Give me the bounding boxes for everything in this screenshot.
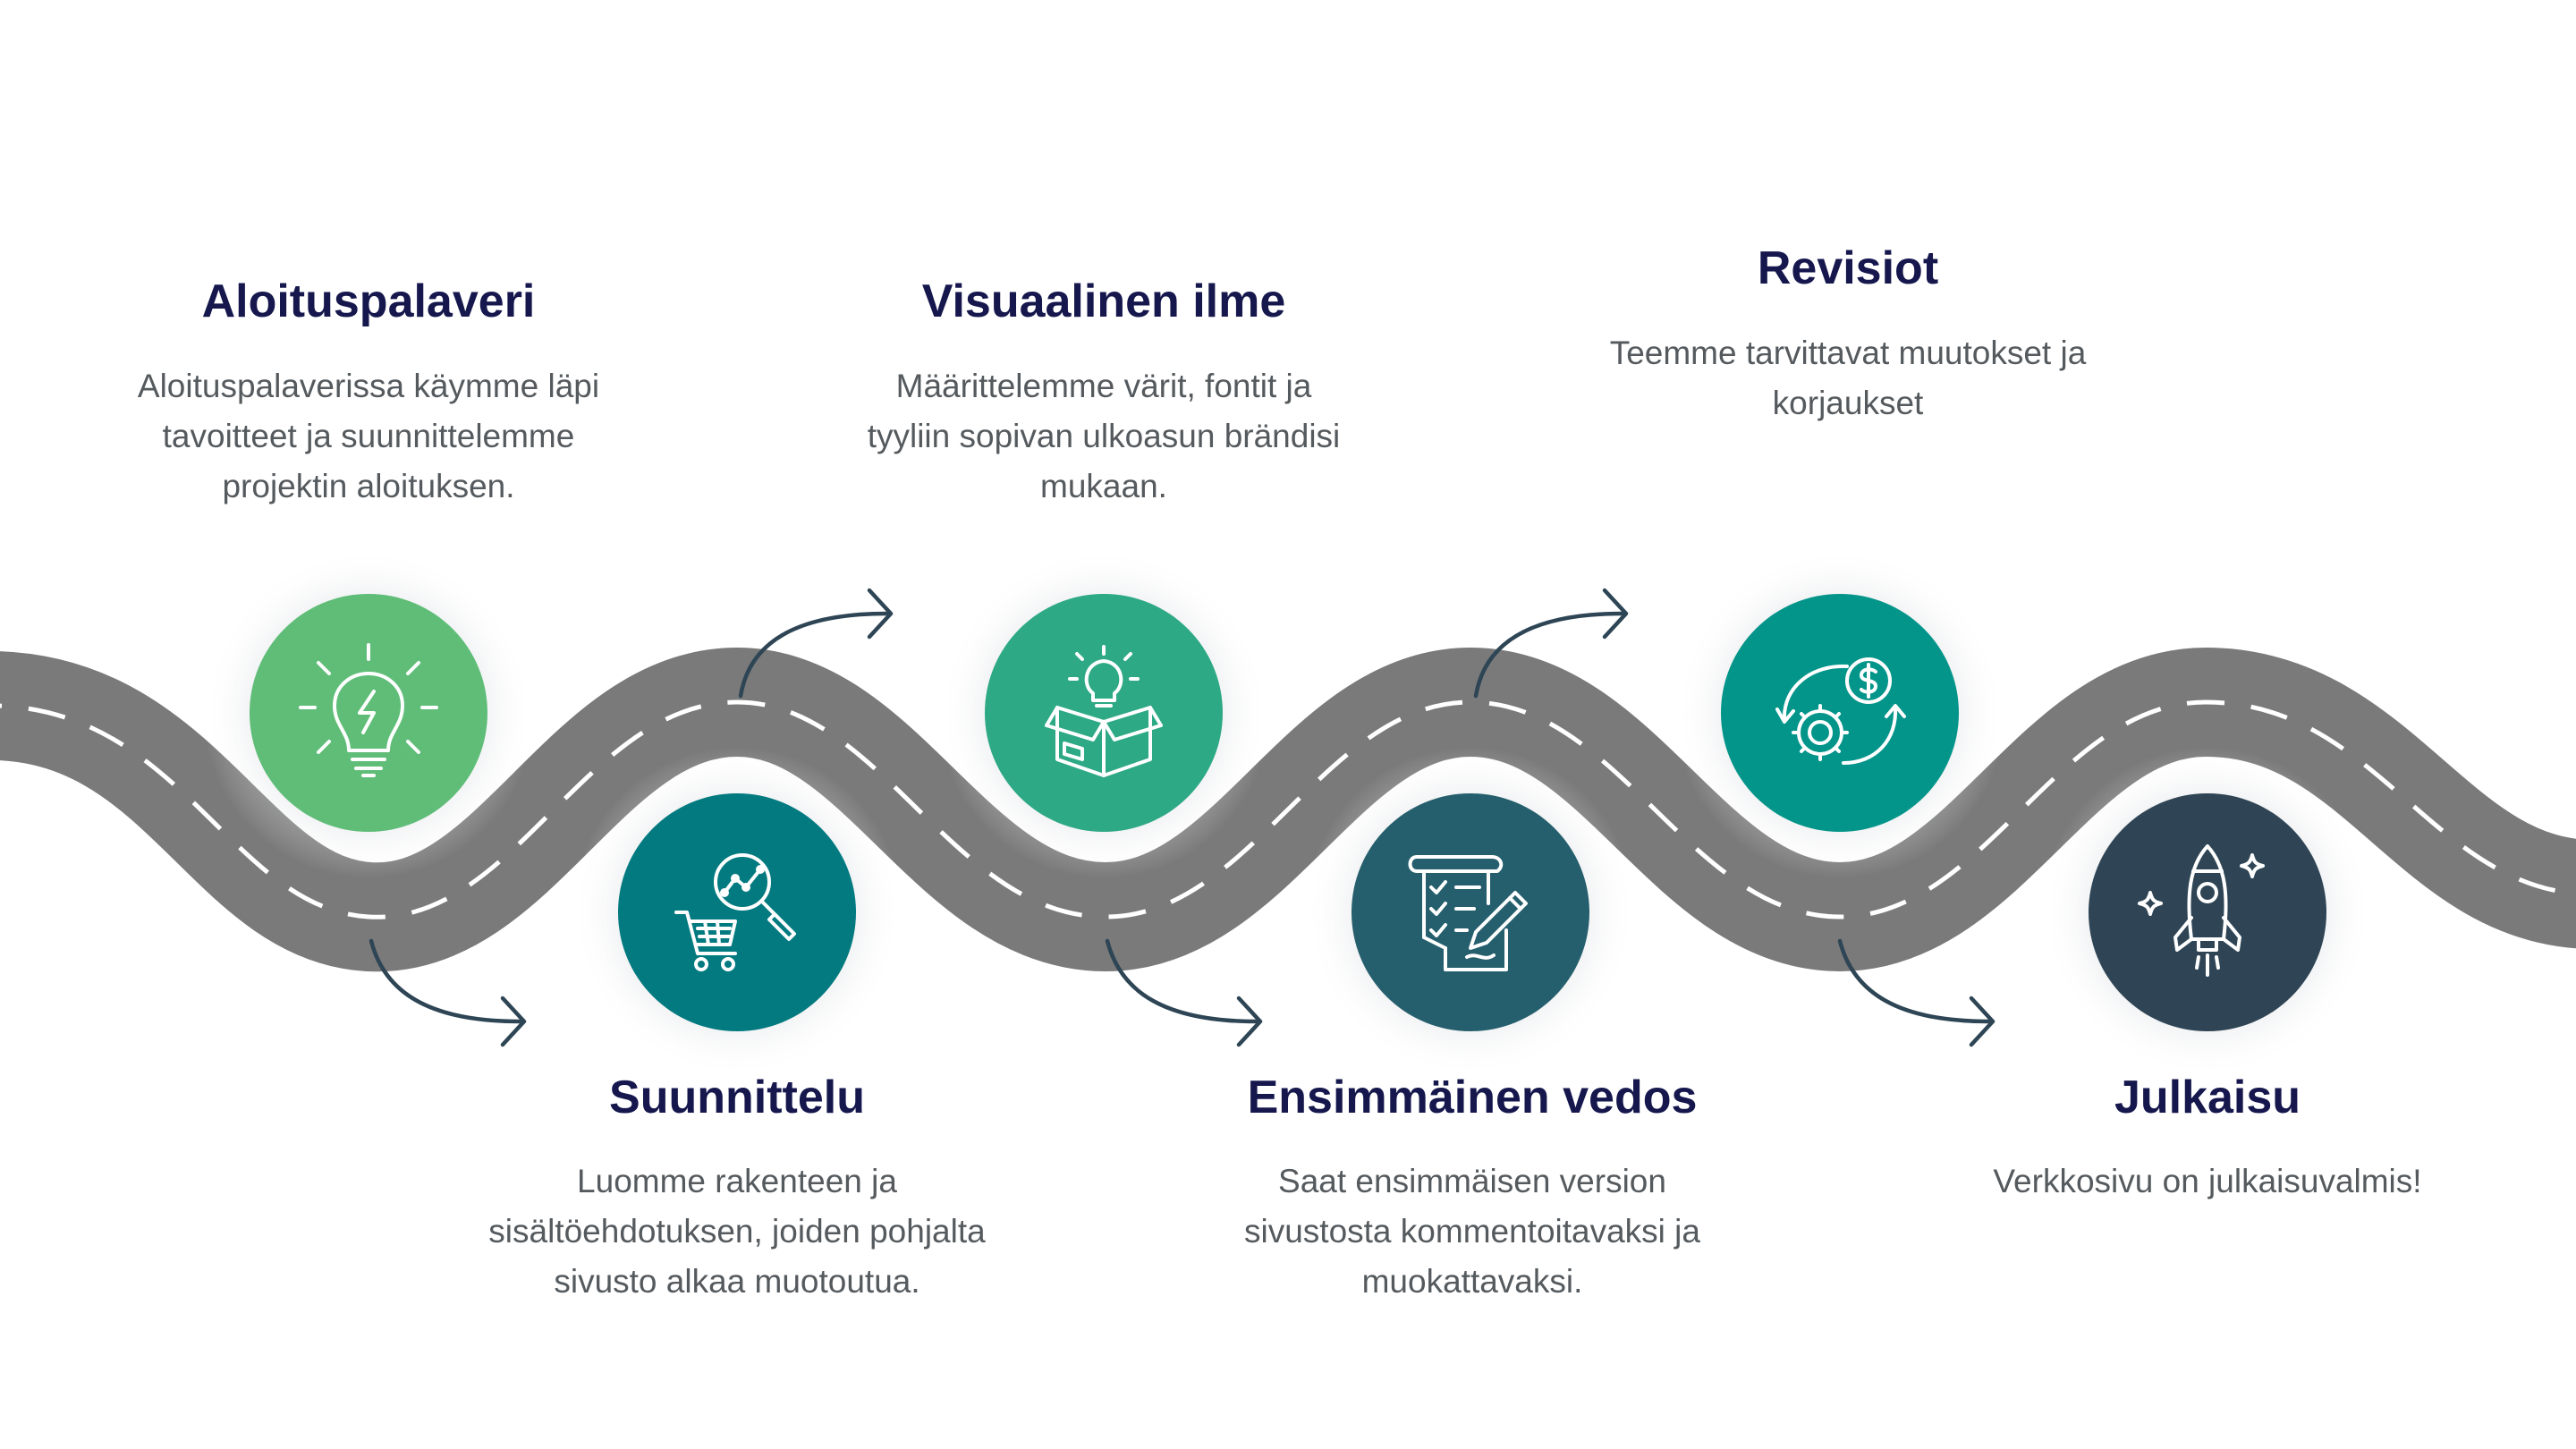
- arrow-down-5: [1837, 938, 1996, 1047]
- arrow-down-3: [1105, 938, 1263, 1047]
- step-3-node: [938, 547, 1269, 878]
- step-2-circle: [618, 793, 856, 1031]
- step-6-title: Julkaisu: [2114, 1072, 2301, 1123]
- step-4-description: Saat ensimmäisen version sivustosta komm…: [1244, 1163, 1700, 1300]
- lightbulb-icon: [299, 643, 438, 777]
- step-4-title: Ensimmäinen vedos: [1247, 1072, 1698, 1123]
- step-4-node: [1305, 747, 1636, 1078]
- step-1-node: [203, 547, 534, 878]
- step-3-description: Määrittelemme värit, fontit ja tyyliin s…: [867, 368, 1341, 504]
- step-3-title: Visuaalinen ilme: [921, 275, 1286, 327]
- arrow-up-2: [738, 588, 894, 699]
- step-5-title: Revisiot: [1757, 242, 1939, 294]
- step-2-title: Suunnittelu: [609, 1072, 865, 1123]
- step-6-circle: [2089, 793, 2326, 1031]
- arrow-down-1: [369, 938, 527, 1047]
- gear-money-cycle-icon: [1775, 657, 1906, 765]
- step-2-node: [572, 747, 902, 1078]
- arrows: [369, 588, 1996, 1047]
- shopping-cart-analytics-icon: [674, 853, 796, 971]
- step-1-description: Aloituspalaverissa käymme läpi tavoittee…: [137, 368, 600, 504]
- step-5-node: [1674, 547, 2005, 878]
- arrow-up-4: [1473, 588, 1629, 699]
- step-6-description: Verkkosivu on julkaisuvalmis!: [1993, 1163, 2422, 1199]
- step-4-circle: [1352, 793, 1589, 1031]
- step-3-circle: [985, 594, 1223, 832]
- step-2-description: Luomme rakenteen ja sisältöehdotuksen, j…: [488, 1163, 986, 1300]
- step-1-title: Aloituspalaveri: [201, 275, 536, 327]
- checklist-pen-icon: [1408, 855, 1528, 971]
- step-5-description: Teemme tarvittavat muutokset ja korjauks…: [1609, 335, 2087, 421]
- step-6-node: [2042, 747, 2373, 1078]
- rocket-icon: [2138, 844, 2265, 977]
- road-center-dashes: [0, 699, 2576, 919]
- idea-box-icon: [1045, 645, 1163, 777]
